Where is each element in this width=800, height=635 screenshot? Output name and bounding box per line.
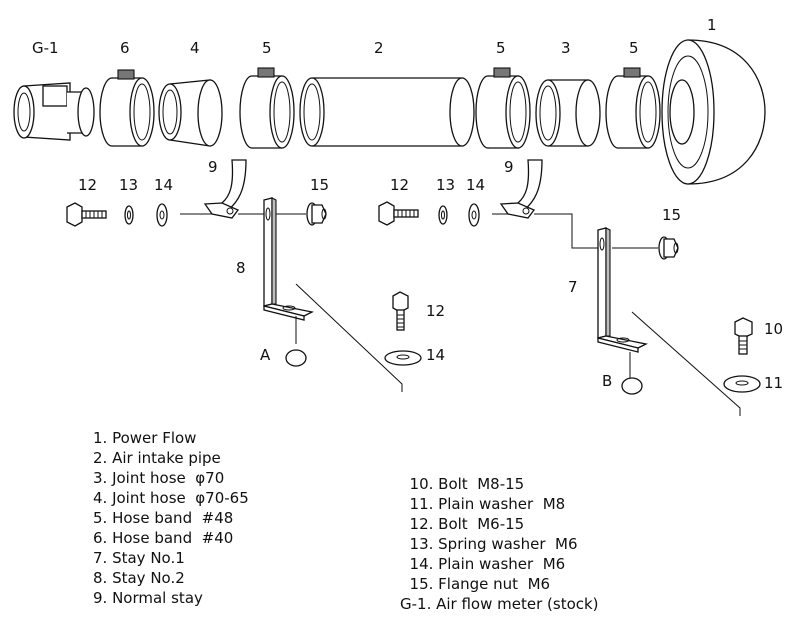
legend-item-12: 12. Bolt M6-15 (400, 515, 525, 533)
bolt-m6-left (66, 202, 107, 227)
flange-nut-right (658, 236, 679, 260)
parts-legend-left: 1. Power Flow 2. Air intake pipe 3. Join… (93, 428, 249, 608)
stay-no1 (597, 227, 648, 353)
spring-washer-right (438, 205, 448, 225)
callout-14-right: 14 (466, 176, 485, 194)
callout-2: 2 (374, 39, 384, 57)
plain-washer-left (156, 203, 168, 227)
callout-g1: G-1 (32, 39, 59, 57)
legend-item-2: 2. Air intake pipe (93, 449, 221, 467)
callout-12-right: 12 (390, 176, 409, 194)
legend-item-10: 10. Bolt M8-15 (400, 475, 525, 493)
air-intake-pipe (299, 77, 475, 147)
air-flow-meter-g1 (13, 82, 95, 141)
callout-8: 8 (236, 259, 246, 277)
legend-item-4: 4. Joint hose φ70-65 (93, 489, 249, 507)
bolt-m6-right (378, 201, 419, 226)
legend-item-8: 8. Stay No.2 (93, 569, 185, 587)
legend-item-11: 11. Plain washer M8 (400, 495, 566, 513)
callout-7: 7 (568, 278, 578, 296)
callout-15-left: 15 (310, 176, 329, 194)
callout-9-left: 9 (208, 158, 218, 176)
hose-band-48-left (239, 67, 295, 149)
label-b: B (602, 372, 612, 390)
callout-9-right: 9 (504, 158, 514, 176)
bolt-m6-vertical (392, 291, 409, 331)
legend-item-1: 1. Power Flow (93, 429, 197, 447)
power-flow-filter (661, 39, 766, 185)
legend-item-14: 14. Plain washer M6 (400, 555, 566, 573)
guide-line-stay7 (631, 311, 741, 416)
flange-nut-left (306, 202, 327, 226)
callout-14-left: 14 (154, 176, 173, 194)
callout-14-lower: 14 (426, 346, 445, 364)
normal-stay-left (203, 159, 247, 219)
legend-item-6: 6. Hose band #40 (93, 529, 234, 547)
normal-stay-right (499, 159, 543, 219)
callout-5-mid: 5 (496, 39, 506, 57)
plain-washer-right (468, 203, 480, 227)
plain-washer-m8 (723, 375, 761, 393)
exploded-parts-diagram: G-1 6 4 5 2 5 3 5 1 (13, 16, 783, 416)
callout-13-left: 13 (119, 176, 138, 194)
legend-item-9: 9. Normal stay (93, 589, 203, 607)
bolt-m8-vertical (734, 317, 753, 355)
callout-4: 4 (190, 39, 200, 57)
label-a: A (260, 346, 271, 364)
ground-washer-b (621, 377, 643, 395)
callout-15-right: 15 (662, 206, 681, 224)
joint-hose-70-65 (158, 79, 223, 147)
spring-washer-left (124, 205, 134, 225)
callout-5-left: 5 (262, 39, 272, 57)
legend-item-7: 7. Stay No.1 (93, 549, 185, 567)
callout-6: 6 (120, 39, 130, 57)
hose-band-48-mid (475, 67, 531, 149)
callout-5-right: 5 (629, 39, 639, 57)
hose-band-40 (99, 69, 155, 147)
legend-item-5: 5. Hose band #48 (93, 509, 234, 527)
callout-12-lower: 12 (426, 302, 445, 320)
callout-10: 10 (764, 320, 783, 338)
parts-legend-right: 10. Bolt M8-15 11. Plain washer M8 12. B… (400, 474, 599, 614)
ground-washer-a (285, 349, 307, 367)
legend-item-13: 13. Spring washer M6 (400, 535, 578, 553)
guide-line-stay8 (295, 283, 403, 392)
callout-3: 3 (561, 39, 571, 57)
stay-no2 (263, 197, 314, 321)
joint-hose-70 (535, 79, 601, 147)
callout-11: 11 (764, 374, 783, 392)
plain-washer-lower (384, 350, 422, 366)
legend-item-15: 15. Flange nut M6 (400, 575, 551, 593)
hose-band-48-right (605, 67, 661, 149)
callout-13-right: 13 (436, 176, 455, 194)
legend-item-3: 3. Joint hose φ70 (93, 469, 225, 487)
callout-1: 1 (707, 16, 717, 34)
legend-item-g1: G-1. Air flow meter (stock) (400, 595, 599, 613)
callout-12-left: 12 (78, 176, 97, 194)
